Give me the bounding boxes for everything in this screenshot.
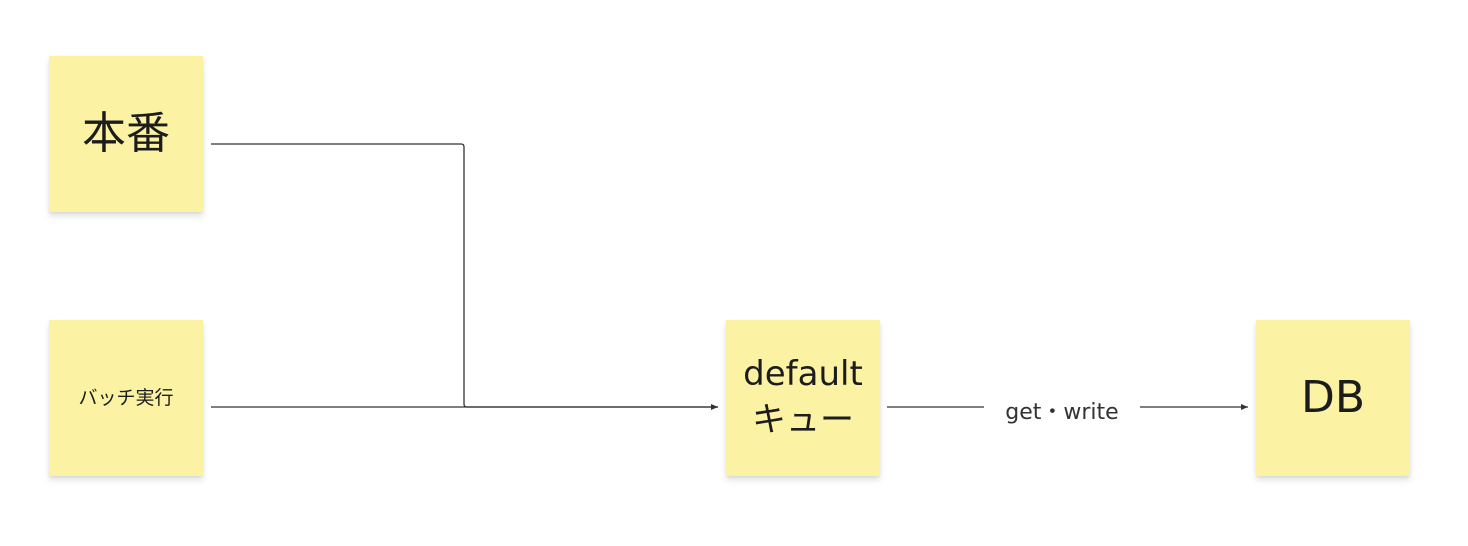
sticky-note-batch[interactable]: バッチ実行 <box>49 320 203 476</box>
sticky-note-default-queue[interactable]: default キュー <box>726 320 880 476</box>
sticky-note-label-line2: キュー <box>752 400 854 440</box>
sticky-note-label-line1: default <box>743 354 863 395</box>
sticky-note-label: 本番 <box>82 108 170 160</box>
sticky-note-db[interactable]: DB <box>1256 320 1410 476</box>
connector-label-text: get・write <box>1005 400 1119 425</box>
connector-label-get-write: get・write <box>984 394 1140 426</box>
sticky-note-label: DB <box>1300 372 1366 424</box>
sticky-note-label: バッチ実行 <box>78 386 174 409</box>
sticky-note-honban[interactable]: 本番 <box>49 56 203 212</box>
connector-honban-to-queue[interactable] <box>211 143 718 410</box>
